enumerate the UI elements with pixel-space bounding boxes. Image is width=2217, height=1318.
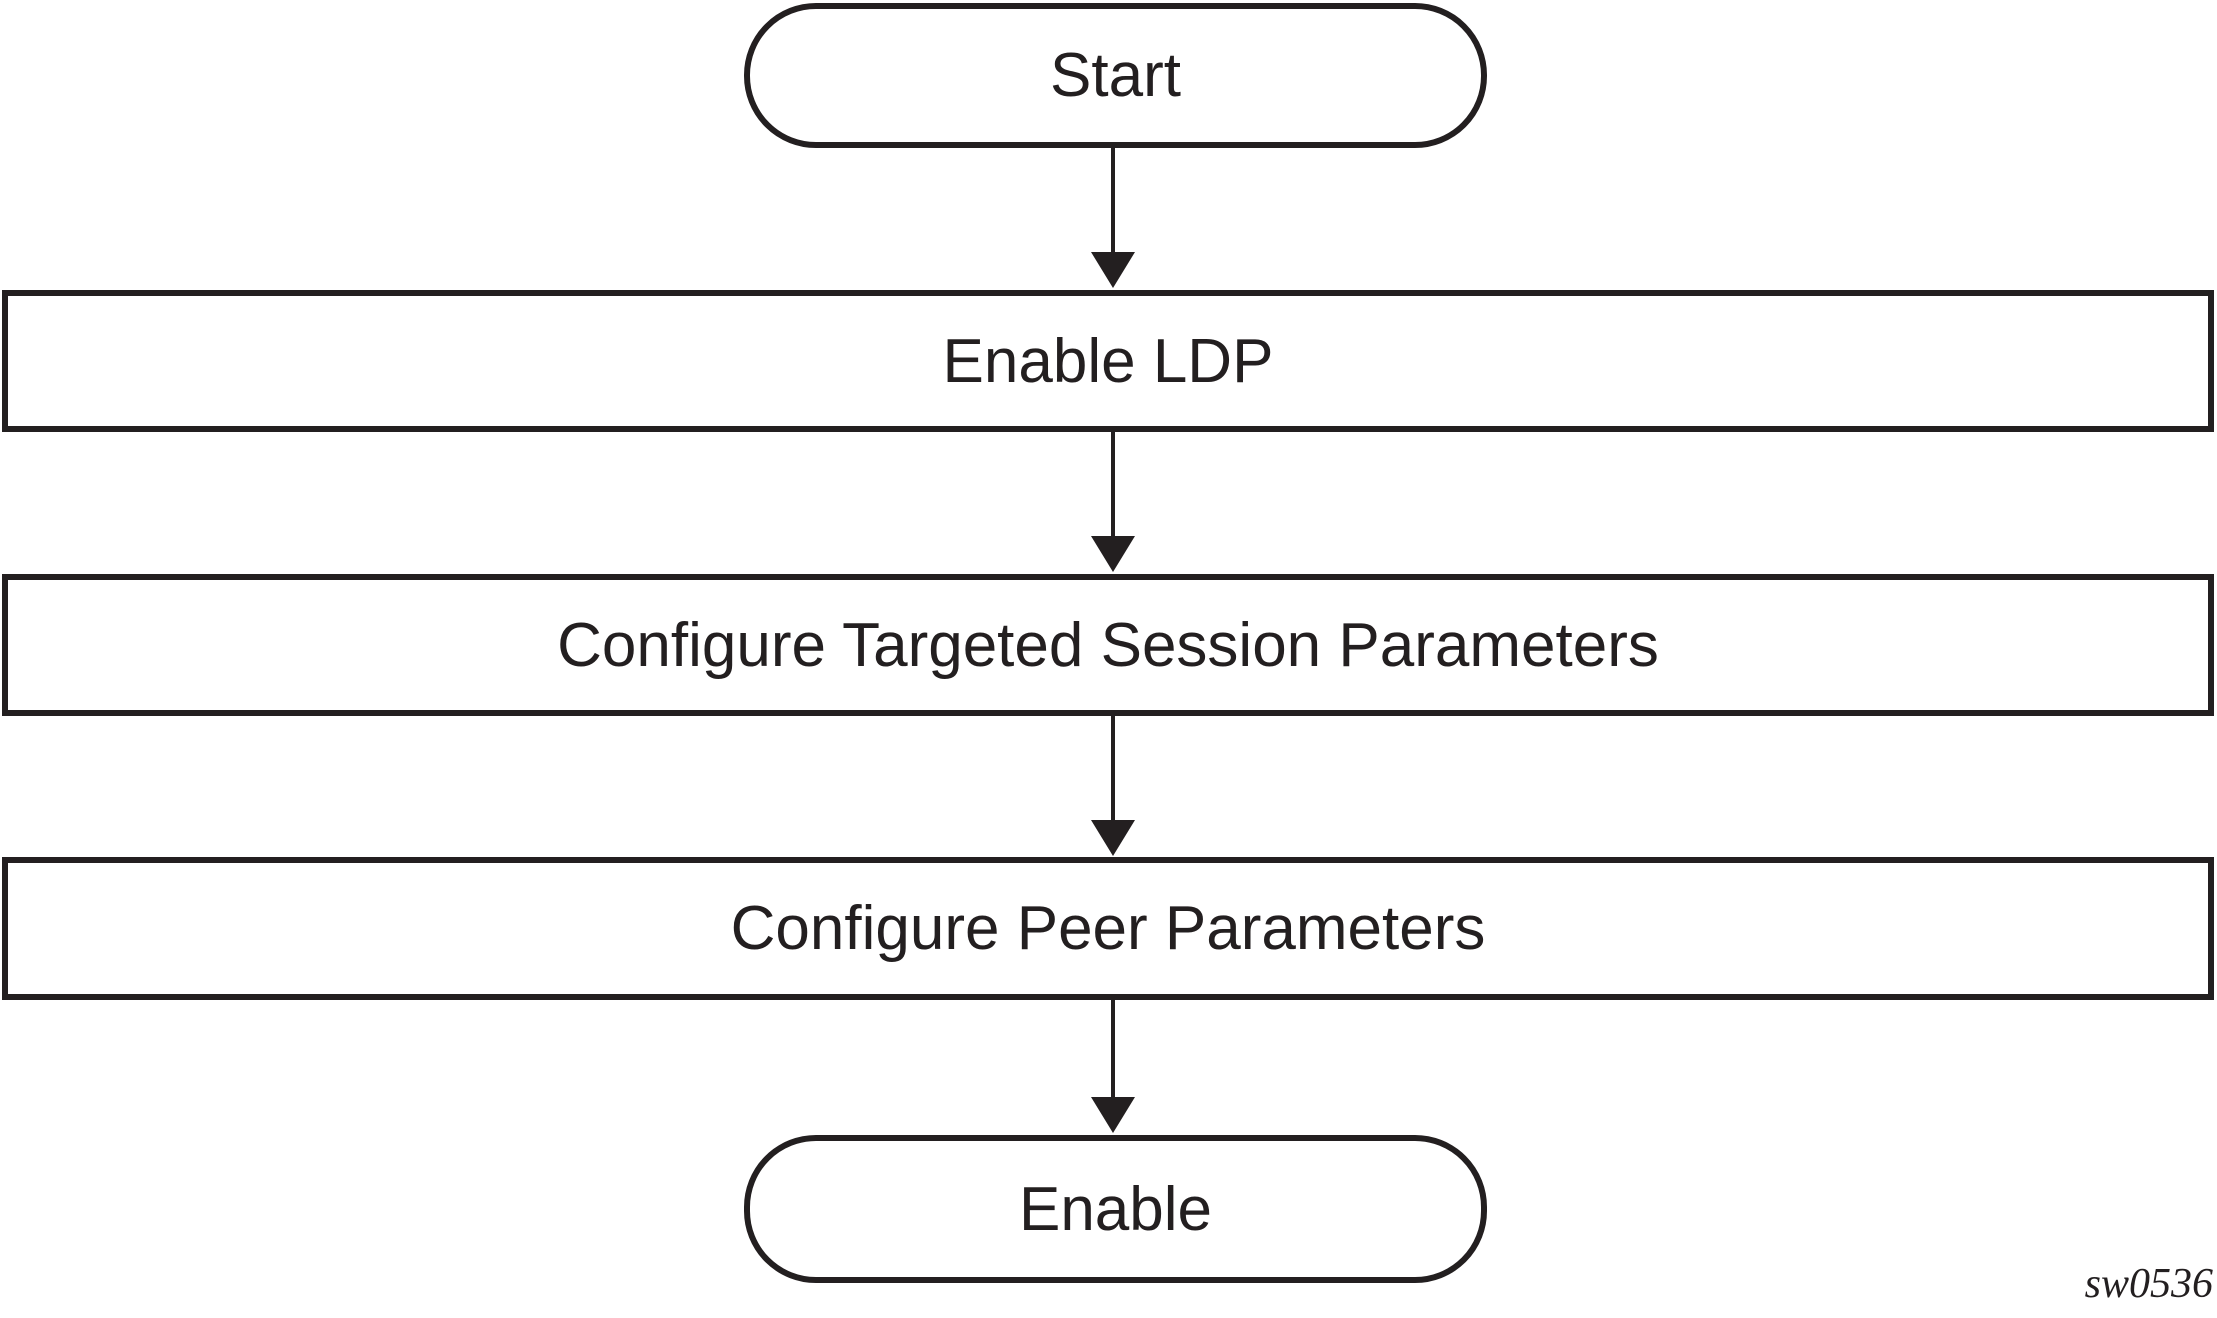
edge-start-to-enable-ldp <box>1091 148 1135 288</box>
peer-params-step-label: Configure Peer Parameters <box>730 894 1486 963</box>
start-node: Start <box>744 3 1487 148</box>
enable-node-label: Enable <box>1018 1174 1213 1244</box>
enable-ldp-step: Enable LDP <box>2 290 2214 432</box>
edge-targeted-session-to-peer-params <box>1091 716 1135 856</box>
edge-peer-params-to-enable <box>1091 1000 1135 1133</box>
enable-node: Enable <box>744 1135 1487 1283</box>
peer-params-step: Configure Peer Parameters <box>2 857 2214 1000</box>
figure-id: sw0536 <box>2084 1261 2213 1307</box>
start-node-label: Start <box>1050 41 1181 110</box>
edge-enable-ldp-to-targeted-session <box>1091 432 1135 572</box>
targeted-session-step-label: Configure Targeted Session Parameters <box>557 610 1659 680</box>
enable-ldp-step-label: Enable LDP <box>942 326 1274 396</box>
targeted-session-step: Configure Targeted Session Parameters <box>2 574 2214 716</box>
